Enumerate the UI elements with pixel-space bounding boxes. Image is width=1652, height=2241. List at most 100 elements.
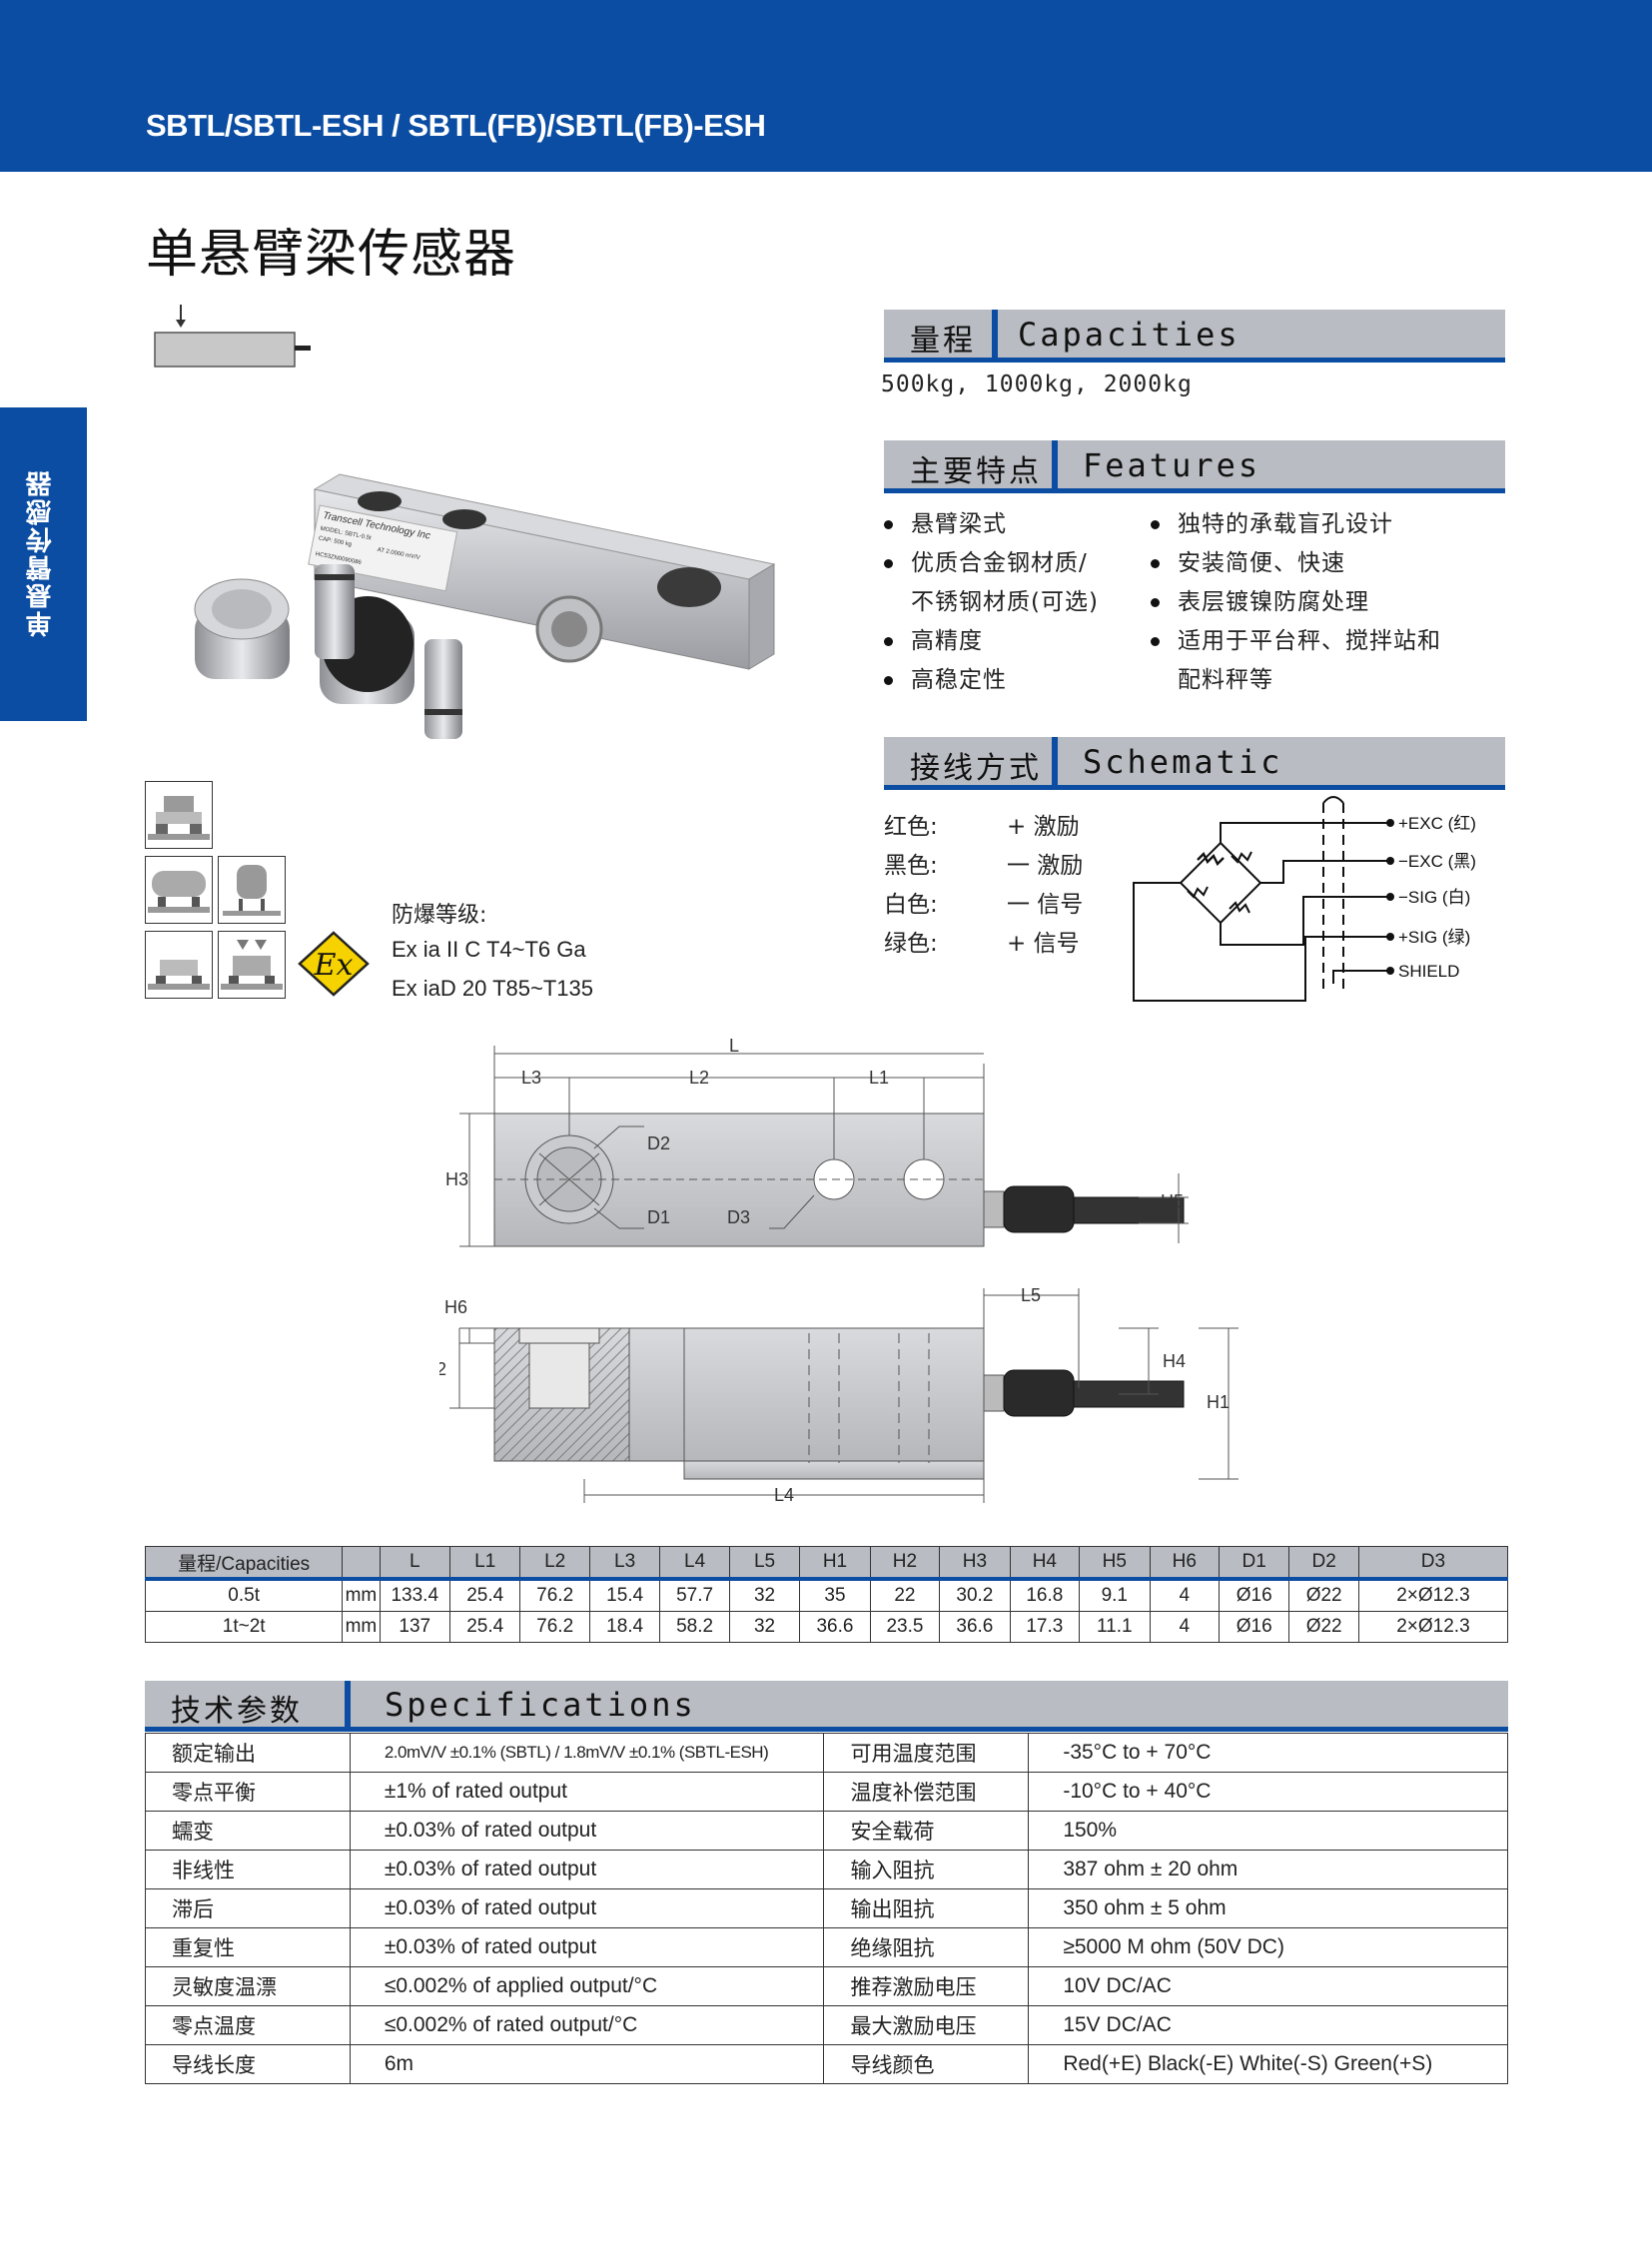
specs-header: 技术参数 Specifications xyxy=(145,1681,1508,1732)
bullet-icon xyxy=(884,520,893,529)
product-photo: Transcell Technology Inc MODEL: SBTL-0.5… xyxy=(194,473,776,739)
capacities-values: 500kg, 1000kg, 2000kg xyxy=(881,372,1193,397)
dim-label-l4: L4 xyxy=(774,1485,794,1503)
mount-icon-1 xyxy=(145,781,213,849)
dimension-header-cell: L xyxy=(379,1546,450,1580)
bullet-icon xyxy=(884,559,893,568)
schematic-header-cn: 接线方式 xyxy=(910,751,1042,786)
dimension-cell: 9.1 xyxy=(1079,1578,1151,1612)
side-tab-label: 单悬臂传感器 xyxy=(26,469,56,637)
dimension-header-cell: L3 xyxy=(588,1546,661,1580)
dimension-cell: 4 xyxy=(1149,1611,1220,1643)
spec-key: 导线长度 xyxy=(145,2044,351,2084)
mount-icon-1-graphic xyxy=(148,796,210,840)
dimension-cell: 76.2 xyxy=(519,1611,590,1643)
spec-value: Red(+E) Black(-E) White(-S) Green(+S) xyxy=(1028,2044,1508,2084)
spec-key: 温度补偿范围 xyxy=(823,1772,1030,1812)
dim-label-l5: L5 xyxy=(1021,1285,1041,1305)
dimension-header-cell: H1 xyxy=(799,1546,871,1580)
dimension-header-cell xyxy=(342,1546,381,1580)
spec-value: 6m xyxy=(349,2044,825,2084)
specs-header-divider xyxy=(345,1681,351,1727)
spec-value: -10°C to + 40°C xyxy=(1028,1772,1508,1812)
dimension-cell: Ø22 xyxy=(1288,1578,1359,1612)
terminal-sig-minus: −SIG (白) xyxy=(1398,888,1470,907)
mount-icon-hopper xyxy=(145,931,213,999)
wire-color-4: 绿色: xyxy=(884,931,938,957)
top-banner xyxy=(0,0,1652,172)
spec-key: 最大激励电压 xyxy=(823,2005,1030,2045)
spec-key: 绝缘阻抗 xyxy=(823,1927,1030,1967)
terminal-sig-plus: +SIG (绿) xyxy=(1398,928,1470,947)
features-left-item-text: 优质合金钢材质/ xyxy=(911,550,1088,576)
spec-value: ±0.03% of rated output xyxy=(349,1850,825,1889)
dimension-cell: 2×Ø12.3 xyxy=(1357,1578,1509,1612)
dimension-cell: 4 xyxy=(1149,1578,1220,1612)
spec-key: 蠕变 xyxy=(145,1811,351,1851)
dimension-header-cell: 量程/Capacities xyxy=(144,1546,344,1580)
spec-key: 滞后 xyxy=(145,1888,351,1928)
dim-label-d1: D1 xyxy=(647,1207,670,1227)
spec-value: 350 ohm ± 5 ohm xyxy=(1028,1888,1508,1928)
dimension-header-cell: L4 xyxy=(659,1546,730,1580)
spec-key: 零点平衡 xyxy=(145,1772,351,1812)
specs-header-en: Specifications xyxy=(385,1686,696,1724)
dimension-cell: 22 xyxy=(869,1578,941,1612)
spec-key: 零点温度 xyxy=(145,2005,351,2045)
features-header: 主要特点 Features xyxy=(884,440,1505,493)
wire-signal-2: 一 激励 xyxy=(1007,853,1084,879)
capacities-header-divider xyxy=(992,310,998,358)
features-right-item-text: 独特的承载盲孔设计 xyxy=(1178,511,1393,537)
dimension-cell: 76.2 xyxy=(519,1578,590,1612)
dimension-header-cell: L2 xyxy=(519,1546,590,1580)
schematic-header-divider xyxy=(1052,737,1058,785)
spec-value: 15V DC/AC xyxy=(1028,2005,1508,2045)
dimension-header-cell: D3 xyxy=(1357,1546,1509,1580)
features-right-item-text: 适用于平台秤、搅拌站和 xyxy=(1178,628,1441,654)
dimension-cell: 1t~2t xyxy=(144,1611,344,1643)
features-left-item-text: 不锈钢材质(可选) xyxy=(911,589,1099,615)
bridge-schematic: +EXC (红) −EXC (黑) −SIG (白) +SIG (绿) SHIE… xyxy=(1133,796,1476,1002)
features-left-list: 悬臂梁式优质合金钢材质/不锈钢材质(可选)高精度高稳定性 xyxy=(884,504,1099,699)
features-left-item-text: 高精度 xyxy=(911,628,983,654)
dim-label-h2: H2 xyxy=(439,1359,446,1379)
spec-key: 推荐激励电压 xyxy=(823,1966,1030,2006)
dimension-cell: mm xyxy=(342,1611,381,1643)
dimension-cell: 17.3 xyxy=(1009,1611,1081,1643)
spec-value: ±0.03% of rated output xyxy=(349,1888,825,1928)
spec-value: ±0.03% of rated output xyxy=(349,1927,825,1967)
spec-key: 非线性 xyxy=(145,1850,351,1889)
bullet-icon xyxy=(1151,559,1160,568)
capacities-header-cn: 量程 xyxy=(910,324,976,359)
dim-label-h3: H3 xyxy=(445,1169,468,1189)
terminal-exc-plus: +EXC (红) xyxy=(1398,814,1476,833)
dimension-cell: Ø22 xyxy=(1288,1611,1359,1643)
capacities-header-en: Capacities xyxy=(1018,316,1240,354)
dimension-cell: 25.4 xyxy=(448,1611,521,1643)
mount-icon-mixer xyxy=(218,931,286,999)
terminal-shield: SHIELD xyxy=(1398,962,1459,981)
spec-key: 可用温度范围 xyxy=(823,1733,1030,1773)
mount-icon-silo xyxy=(218,856,286,924)
specs-header-cn: 技术参数 xyxy=(171,1694,303,1729)
dim-label-l2: L2 xyxy=(689,1068,709,1088)
spec-value: ±1% of rated output xyxy=(349,1772,825,1812)
features-left-item: 高稳定性 xyxy=(884,660,1099,699)
dimension-cell: 133.4 xyxy=(379,1578,450,1612)
dimension-cell: 25.4 xyxy=(448,1578,521,1612)
spec-value: 150% xyxy=(1028,1811,1508,1851)
page-title: 单悬臂梁传感器 xyxy=(146,225,517,285)
bullet-icon xyxy=(884,676,893,685)
dimension-cell: 36.6 xyxy=(799,1611,871,1643)
capacities-header: 量程 Capacities xyxy=(884,310,1505,363)
spec-value: ≤0.002% of applied output/°C xyxy=(349,1966,825,2006)
features-header-cn: 主要特点 xyxy=(910,454,1042,489)
